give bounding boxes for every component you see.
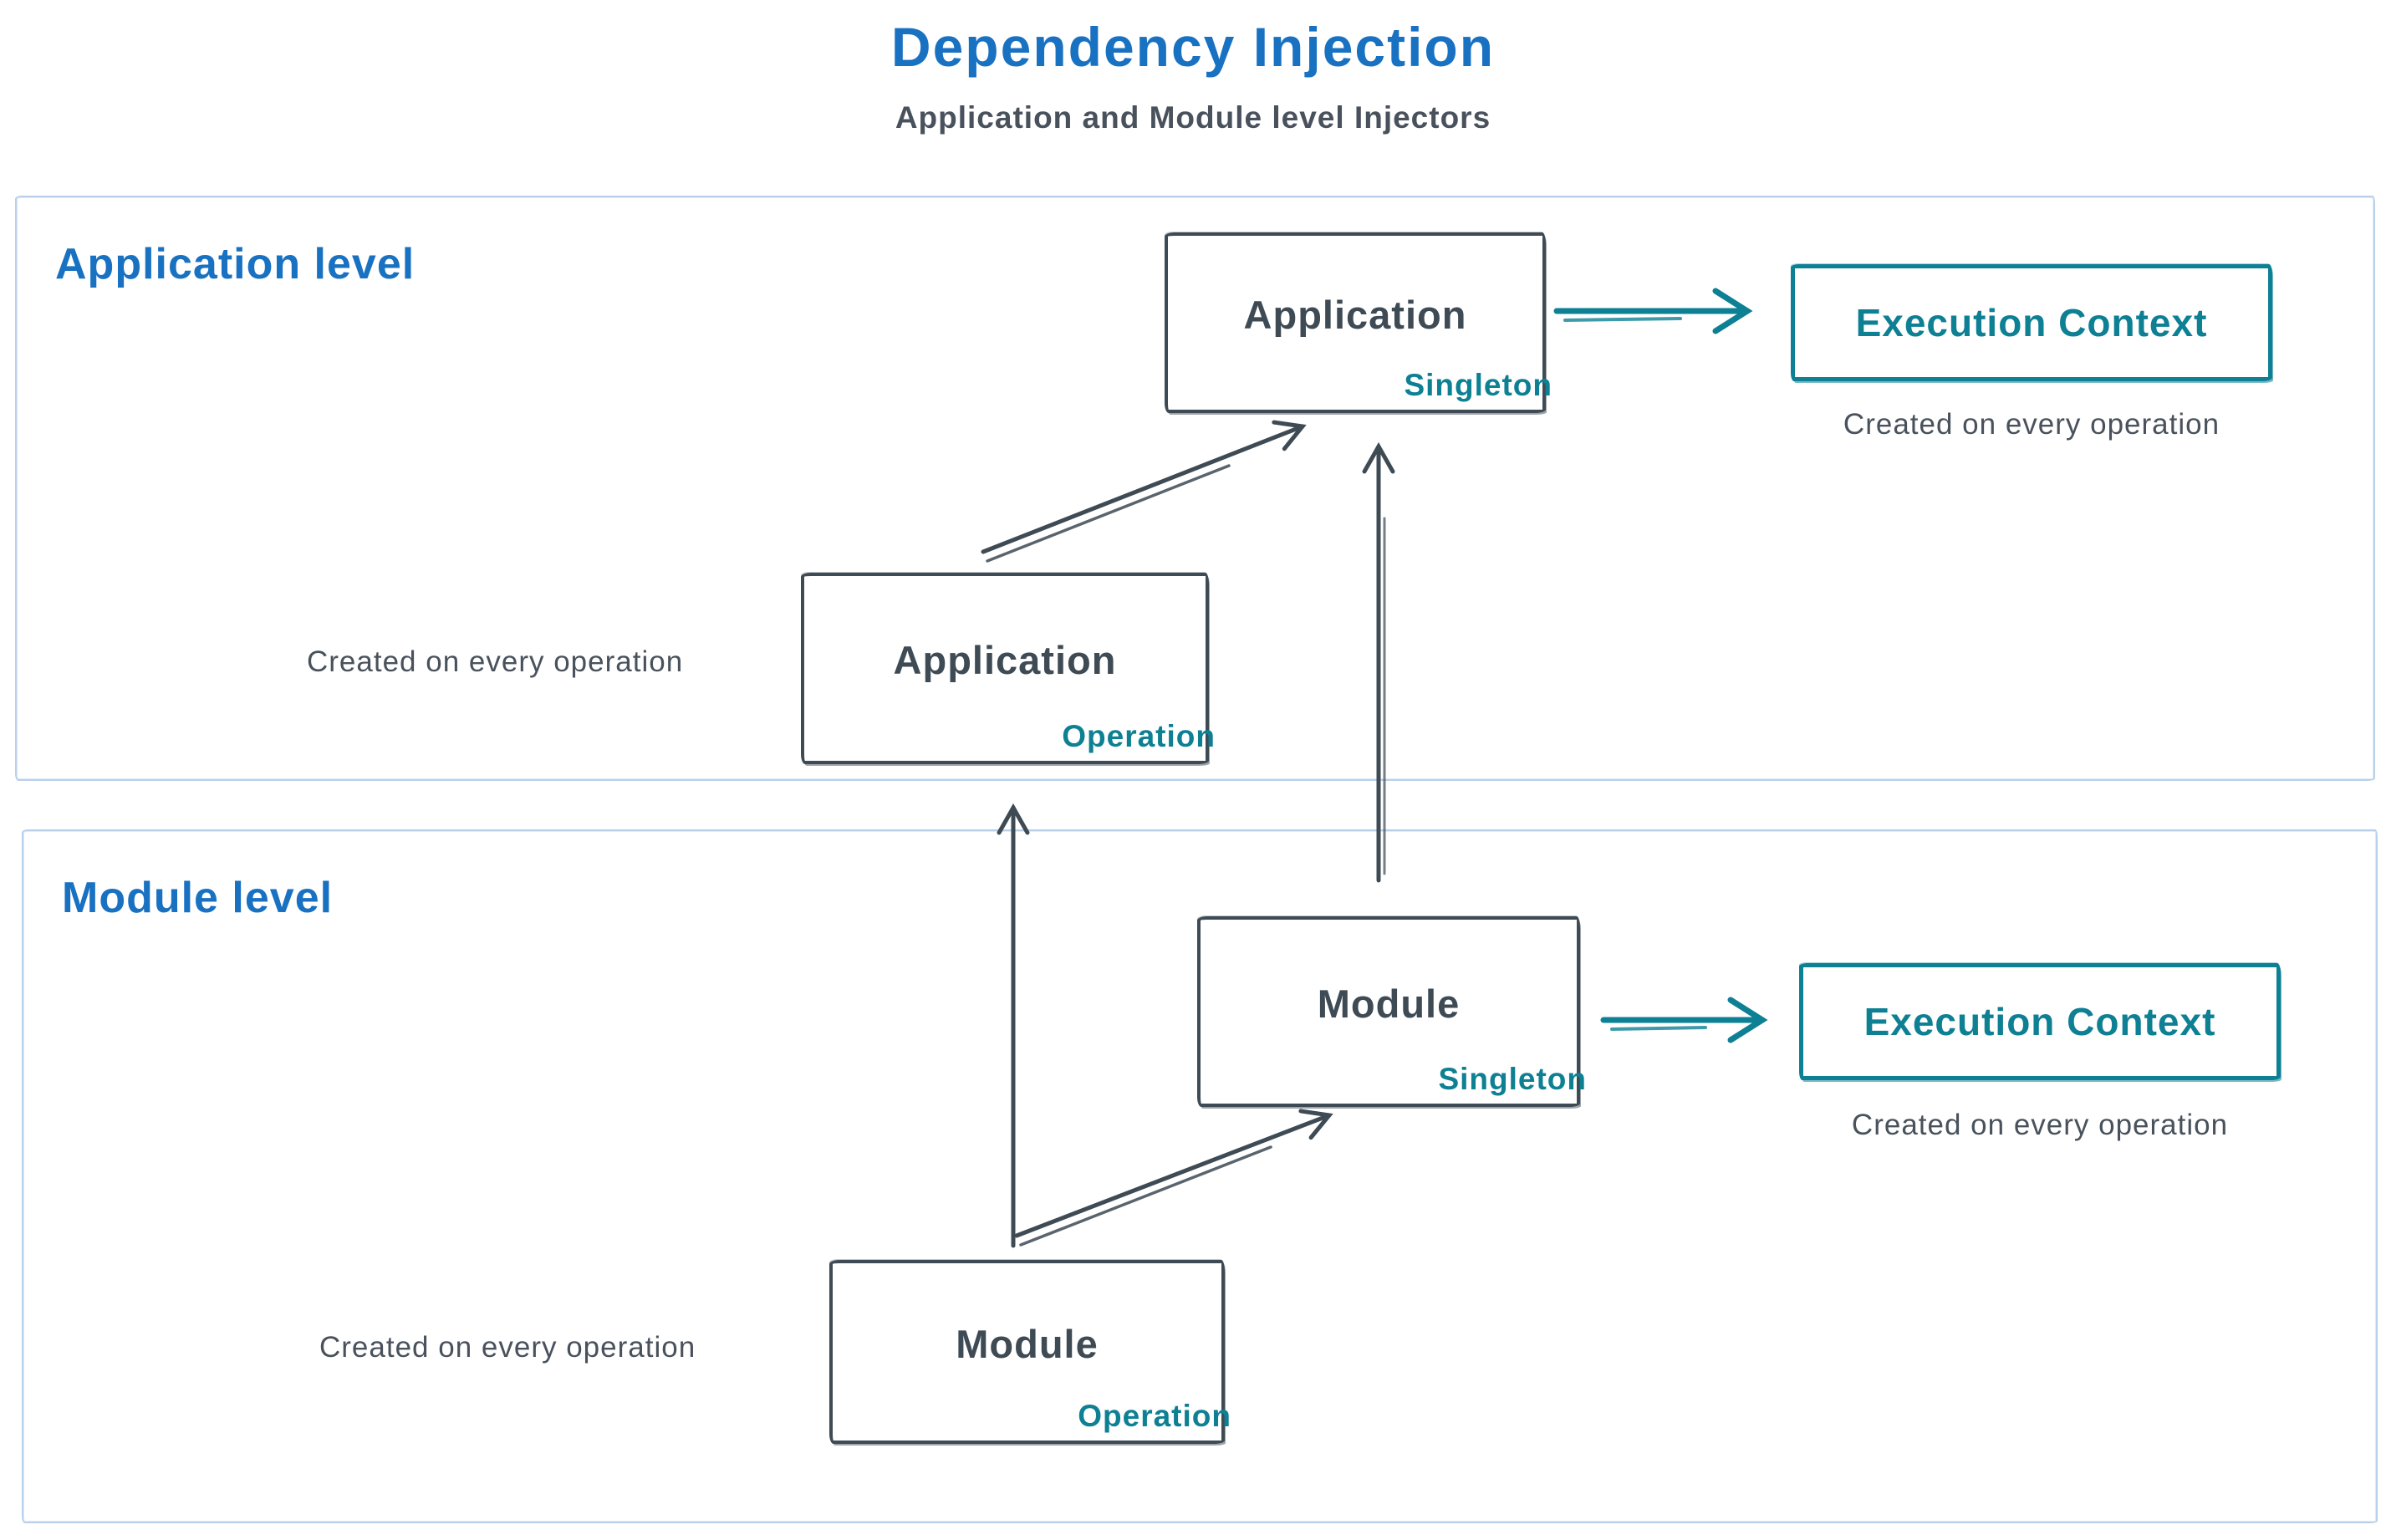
application-level-container: Application level Application Singleton … (15, 196, 2375, 781)
module-operation-name: Module (956, 1321, 1099, 1366)
module-execution-context-caption: Created on every operation (1851, 1109, 2229, 1141)
application-execution-context: Execution Context (1791, 264, 2272, 381)
module-operation-box: Module Operation (829, 1260, 1231, 1444)
application-operation-caption: Created on every operation (307, 645, 684, 678)
page-title: Dependency Injection (890, 16, 1496, 78)
application-level-label: Application level (55, 240, 416, 288)
module-execution-context-label: Execution Context (1863, 1000, 2216, 1043)
module-execution-context: Execution Context (1799, 963, 2281, 1080)
application-execution-context-label: Execution Context (1855, 301, 2208, 344)
module-singleton-scope: Singleton (1438, 1062, 1587, 1096)
application-singleton-name: Application (1243, 292, 1467, 337)
module-level-label: Module level (62, 874, 334, 922)
page-subtitle: Application and Module level Injectors (895, 100, 1491, 135)
application-execution-context-caption: Created on every operation (1843, 408, 2220, 441)
diagram-heading: Dependency Injection Application and Mod… (0, 15, 2386, 135)
module-singleton-box: Module Singleton (1197, 916, 1586, 1107)
module-operation-scope: Operation (1078, 1399, 1231, 1433)
module-operation-caption: Created on every operation (319, 1331, 696, 1364)
application-operation-name: Application (893, 638, 1117, 682)
module-singleton-name: Module (1317, 981, 1461, 1026)
application-singleton-scope: Singleton (1404, 368, 1552, 402)
application-operation-scope: Operation (1062, 719, 1216, 753)
application-singleton-box: Application Singleton (1165, 232, 1552, 413)
application-operation-box: Application Operation (801, 573, 1215, 764)
module-level-container: Module level Module Singleton Execution … (22, 829, 2378, 1523)
